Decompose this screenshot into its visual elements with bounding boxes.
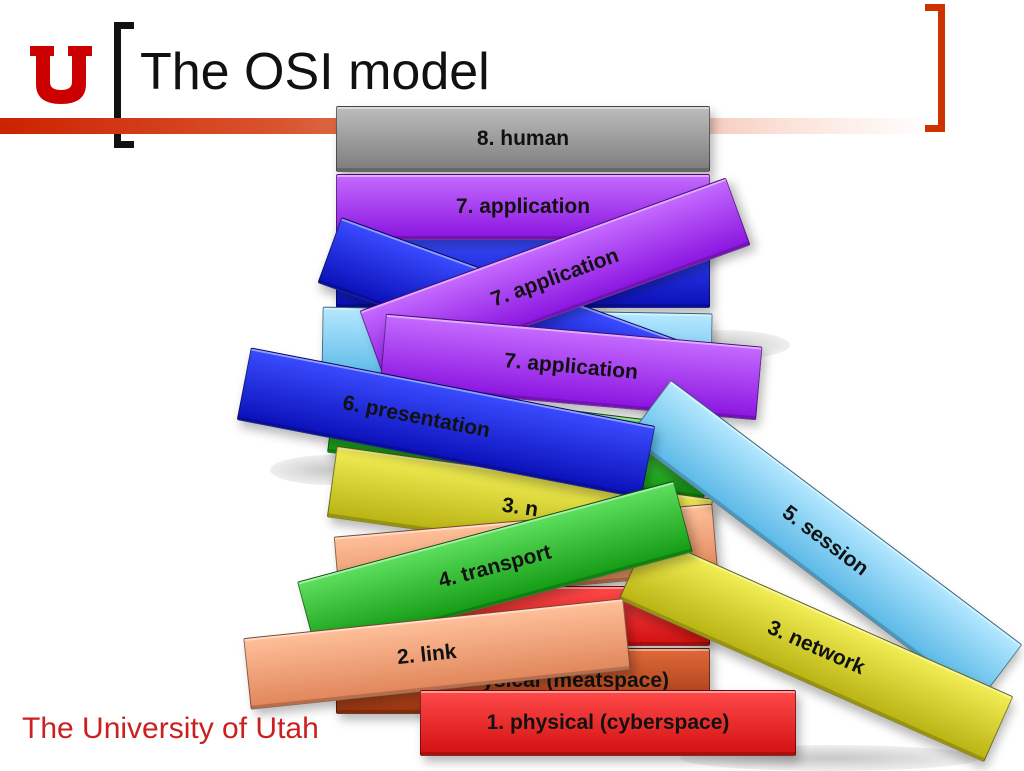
university-u-logo-icon xyxy=(30,46,92,104)
left-bracket xyxy=(114,22,134,148)
block-label: 1. physical (cyberspace) xyxy=(486,711,730,734)
block-human[interactable]: 8. human xyxy=(336,106,710,172)
footer-institution: The University of Utah xyxy=(22,712,319,745)
block-label: 2. link xyxy=(395,640,458,670)
block-physical-cyberspace[interactable]: 1. physical (cyberspace) xyxy=(420,690,796,756)
block-label: 6. presentation xyxy=(340,391,492,443)
block-label: 3. network xyxy=(764,615,869,680)
slide-title: The OSI model xyxy=(140,43,490,101)
right-bracket xyxy=(925,4,945,132)
block-label: 8. human xyxy=(476,127,570,150)
block-label: 4. transport xyxy=(436,540,554,593)
block-label: 7. application xyxy=(455,195,591,218)
block-label: 5. session xyxy=(777,500,873,581)
block-label: 7. application xyxy=(503,349,639,384)
